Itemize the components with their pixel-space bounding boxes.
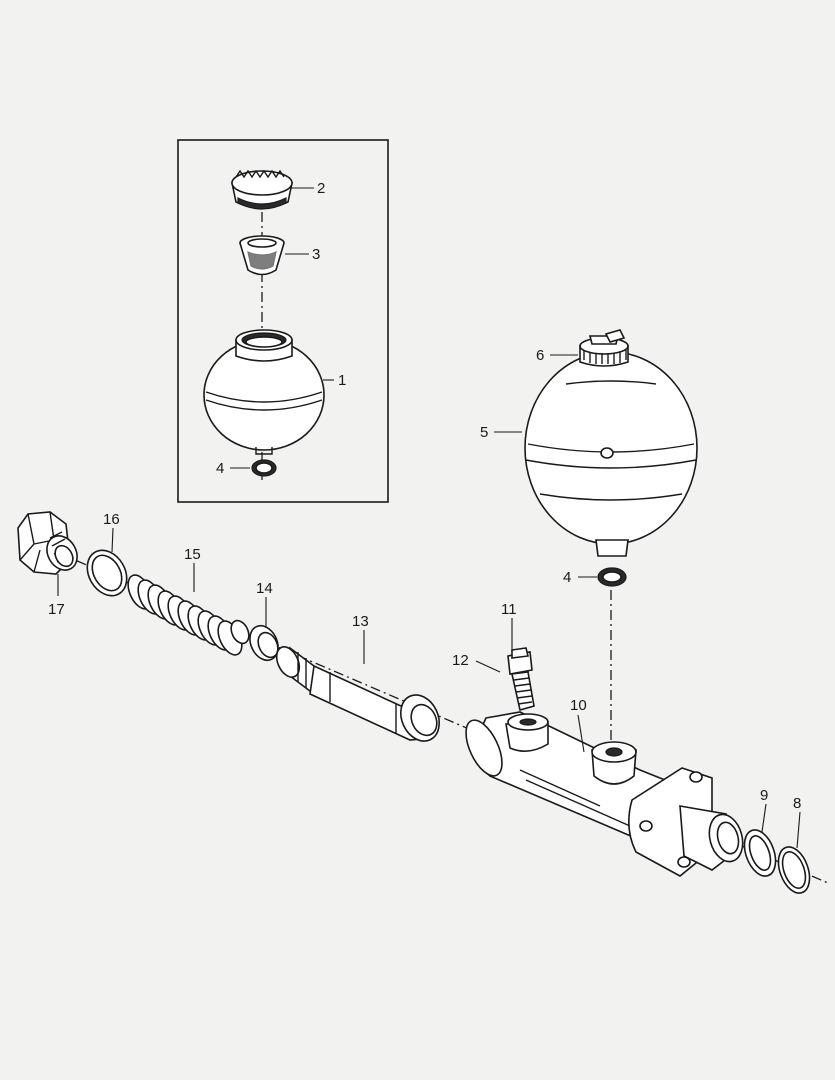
callout-4-right: 4 bbox=[563, 569, 571, 586]
callout-11: 11 bbox=[501, 601, 517, 618]
callout-16: 16 bbox=[103, 511, 120, 528]
callout-3: 3 bbox=[312, 246, 320, 263]
end-plug bbox=[17, 511, 78, 575]
circlip bbox=[777, 846, 811, 894]
sphere-bleed-cap bbox=[579, 329, 629, 367]
leader-lines bbox=[57, 187, 801, 849]
reservoir-cap bbox=[231, 169, 293, 210]
callout-2: 2 bbox=[317, 180, 325, 197]
seal-inset bbox=[251, 459, 277, 477]
callout-12: 12 bbox=[452, 652, 469, 669]
cup-seal bbox=[249, 624, 279, 662]
inset-sphere bbox=[203, 329, 325, 455]
callout-4-inset: 4 bbox=[216, 460, 224, 477]
o-ring-9 bbox=[743, 829, 777, 877]
callout-6: 6 bbox=[536, 347, 544, 364]
pressure-sphere bbox=[524, 351, 698, 557]
callout-10: 10 bbox=[570, 697, 587, 714]
return-spring bbox=[127, 574, 250, 656]
piston-boot bbox=[275, 646, 441, 742]
cylinder-body bbox=[465, 711, 744, 877]
o-ring-16 bbox=[86, 549, 128, 597]
callout-1: 1 bbox=[338, 372, 346, 389]
seal-right bbox=[597, 567, 627, 587]
strainer bbox=[239, 235, 285, 276]
callout-15: 15 bbox=[184, 546, 201, 563]
callout-9: 9 bbox=[760, 787, 768, 804]
callout-17: 17 bbox=[48, 601, 65, 618]
callout-14: 14 bbox=[256, 580, 273, 597]
callout-13: 13 bbox=[352, 613, 369, 630]
callout-5: 5 bbox=[480, 424, 488, 441]
callout-8: 8 bbox=[793, 795, 801, 812]
inset-frame bbox=[177, 139, 389, 503]
bleed-screw bbox=[507, 647, 535, 712]
